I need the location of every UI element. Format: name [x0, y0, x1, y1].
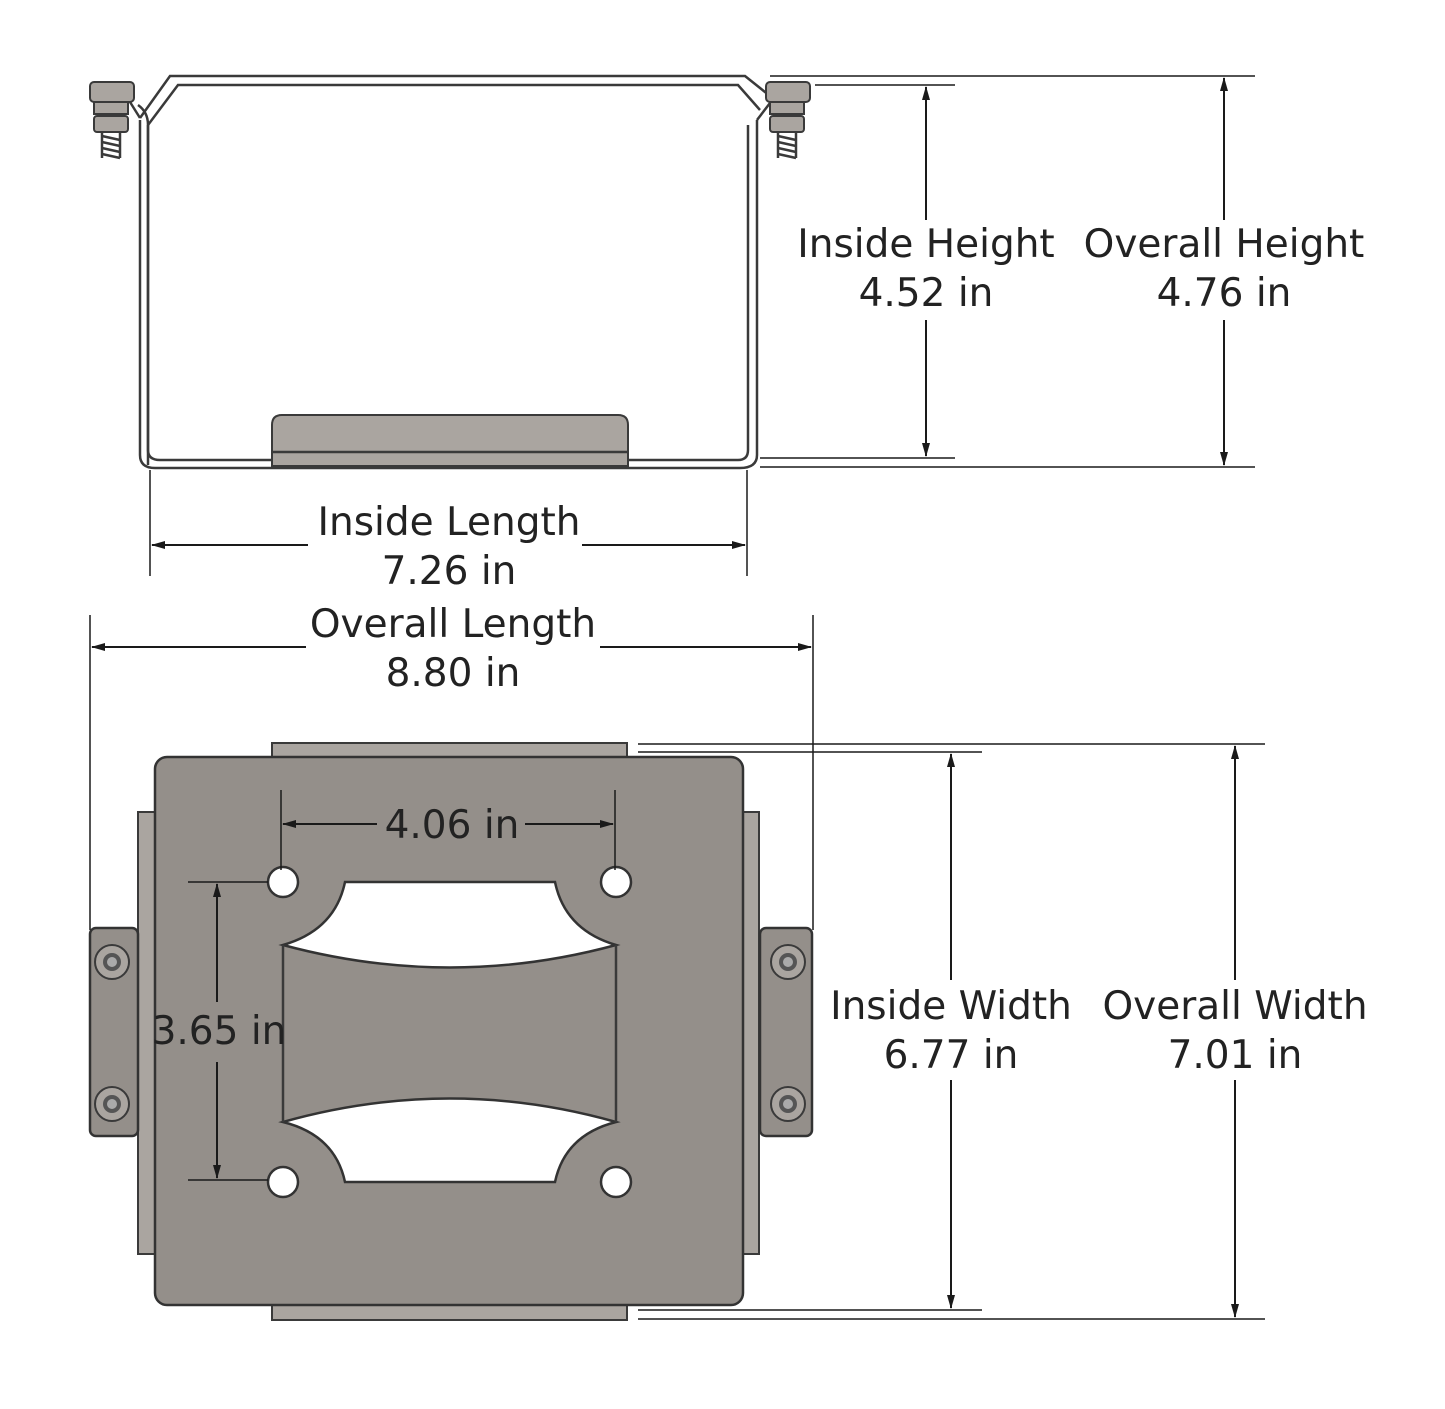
- side-view: Inside Height 4.52 in Overall Height 4.7…: [89, 74, 1365, 594]
- overall-length-value: 8.80 in: [386, 651, 521, 696]
- top-view: 4.06 in 3.65 in Inside Width 6.77 in Ove…: [88, 742, 1368, 1321]
- mounting-hole: [266, 1165, 300, 1199]
- bolt-head-icon: [94, 1086, 130, 1122]
- inside-width-label: Inside Width: [830, 984, 1072, 1029]
- inside-height-label: Inside Height: [797, 222, 1054, 267]
- mounting-hole: [599, 1165, 633, 1199]
- overall-height-value: 4.76 in: [1157, 271, 1292, 316]
- inside-height-value: 4.52 in: [859, 271, 994, 316]
- inside-length-value: 7.26 in: [382, 549, 517, 594]
- bracket-inner-wall: [146, 125, 750, 462]
- base-plate: [153, 755, 745, 1307]
- bolt-head-icon: [770, 1086, 806, 1122]
- flange-left: [88, 926, 140, 1138]
- flange-right: [758, 926, 814, 1138]
- hole-spacing-x-value: 4.06 in: [385, 803, 520, 848]
- mounting-hole: [599, 865, 633, 899]
- bracket-top-flange: [138, 74, 776, 126]
- bolt-left-icon: [89, 81, 135, 160]
- inside-length-label: Inside Length: [317, 500, 580, 545]
- mounting-hole: [266, 865, 300, 899]
- bolt-right-icon: [765, 81, 811, 160]
- overall-length-dimension: Overall Length 8.80 in: [89, 602, 814, 930]
- overall-width-label: Overall Width: [1102, 984, 1367, 1029]
- bolt-head-icon: [770, 944, 806, 980]
- overall-height-label: Overall Height: [1084, 222, 1365, 267]
- flange-edge-right: [756, 102, 771, 121]
- hole-spacing-y-value: 3.65 in: [152, 1009, 287, 1054]
- bracket-side-profile: [137, 103, 759, 470]
- overall-length-label: Overall Length: [310, 602, 596, 647]
- flange-edge-left: [128, 101, 142, 119]
- bolt-head-icon: [94, 944, 130, 980]
- overall-width-value: 7.01 in: [1168, 1033, 1303, 1078]
- center-cutout: [278, 1097, 621, 1184]
- center-cutout: [278, 880, 621, 969]
- bracket-foot-tab: [271, 414, 629, 467]
- inside-width-value: 6.77 in: [884, 1033, 1019, 1078]
